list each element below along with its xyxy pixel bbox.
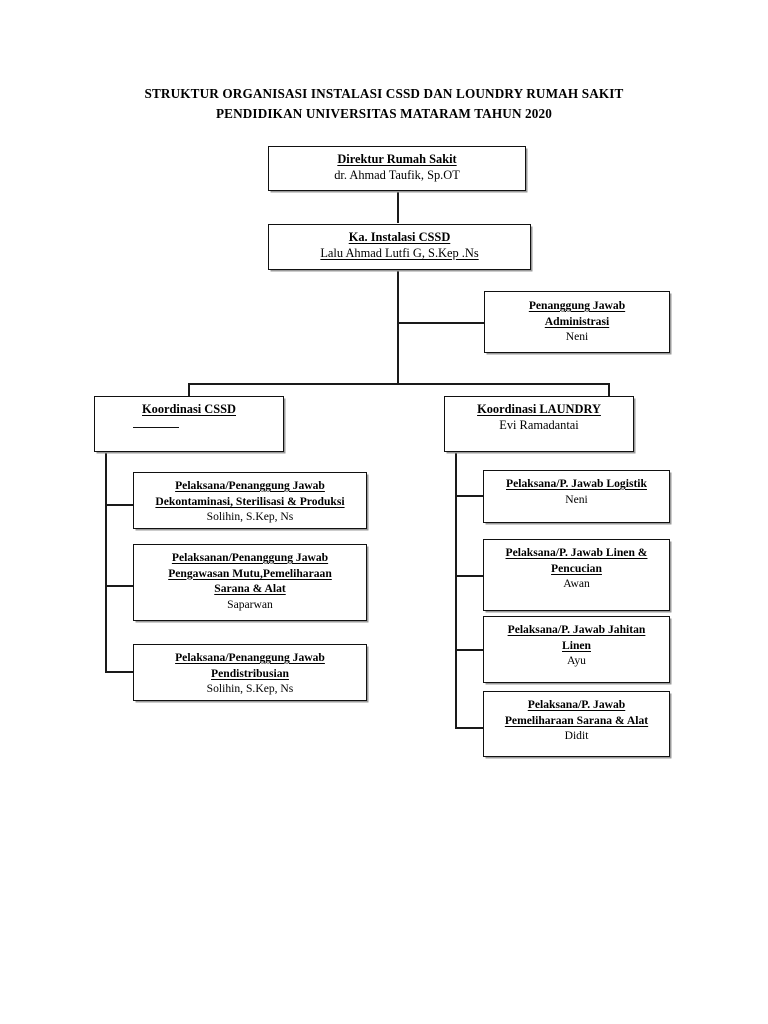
node-director-name: dr. Ahmad Taufik, Sp.OT: [334, 167, 460, 182]
node-laundry-child-3[interactable]: Pelaksana/P. Jawab Jahitan Linen Ayu: [483, 616, 670, 683]
node-cssd-child-2[interactable]: Pelaksanan/Penanggung Jawab Pengawasan M…: [133, 544, 367, 621]
connector-bar-to-coord-laundry: [608, 383, 610, 396]
connector-laundry-stub-1: [455, 495, 484, 497]
connector-coordination-bar: [188, 383, 609, 385]
node-laundry-child-2[interactable]: Pelaksana/P. Jawab Linen & Pencucian Awa…: [483, 539, 670, 611]
connector-head-to-admin: [397, 322, 484, 324]
node-cssd-child-2-title-line-2: Pengawasan Mutu,Pemeliharaan: [168, 566, 332, 580]
page-title: STRUKTUR ORGANISASI INSTALASI CSSD DAN L…: [84, 84, 684, 124]
node-head-cssd-name: Lalu Ahmad Lutfi G, S.Kep .Ns: [320, 245, 479, 260]
node-coord-laundry-title: Koordinasi LAUNDRY: [477, 402, 601, 416]
node-cssd-child-1[interactable]: Pelaksana/Penanggung Jawab Dekontaminasi…: [133, 472, 367, 529]
node-laundry-child-4-title-line-2: Pemeliharaan Sarana & Alat: [504, 713, 649, 727]
page-title-line-2: PENDIDIKAN UNIVERSITAS MATARAM TAHUN 202…: [215, 106, 553, 121]
connector-cssd-stub-3: [105, 671, 134, 673]
connector-laundry-stub-4: [455, 727, 484, 729]
connector-laundry-stub-3: [455, 649, 484, 651]
node-laundry-child-1-title-line-1: Pelaksana/P. Jawab Logistik: [506, 477, 647, 490]
node-cssd-child-3-title-line-2: Pendistribusian: [211, 666, 289, 680]
node-cssd-child-1-title-line-1: Pelaksana/Penanggung Jawab: [175, 479, 325, 492]
node-head-cssd[interactable]: Ka. Instalasi CSSD Lalu Ahmad Lutfi G, S…: [268, 224, 531, 270]
connector-bar-to-coord-cssd: [188, 383, 190, 396]
node-coord-cssd-title: Koordinasi CSSD: [142, 402, 236, 416]
node-cssd-child-2-title-line-3: Sarana & Alat: [214, 582, 286, 595]
node-laundry-child-4-name: Didit: [564, 729, 589, 742]
node-coord-cssd-name-placeholder: [133, 426, 179, 428]
connector-head-trunk: [397, 270, 399, 384]
node-laundry-child-3-title-line-2: Linen: [562, 638, 591, 652]
node-laundry-child-2-title-line-1: Pelaksana/P. Jawab Linen &: [505, 546, 648, 559]
node-admin-title-line-1: Penanggung Jawab: [528, 299, 626, 312]
connector-laundry-spine: [455, 452, 457, 727]
node-head-cssd-title: Ka. Instalasi CSSD: [348, 230, 451, 244]
node-cssd-child-3-title-line-1: Pelaksana/Penanggung Jawab: [175, 651, 325, 664]
node-director[interactable]: Direktur Rumah Sakit dr. Ahmad Taufik, S…: [268, 146, 526, 191]
node-coord-laundry[interactable]: Koordinasi LAUNDRY Evi Ramadantai: [444, 396, 634, 452]
node-cssd-child-3[interactable]: Pelaksana/Penanggung Jawab Pendistribusi…: [133, 644, 367, 701]
node-laundry-child-2-title-line-2: Pencucian: [551, 561, 602, 575]
connector-cssd-stub-1: [105, 504, 134, 506]
connector-cssd-stub-2: [105, 585, 134, 587]
connector-laundry-stub-2: [455, 575, 484, 577]
node-laundry-child-3-title-line-1: Pelaksana/P. Jawab Jahitan: [507, 623, 646, 636]
connector-director-to-head: [397, 191, 399, 223]
node-director-title: Direktur Rumah Sakit: [337, 152, 457, 166]
node-cssd-child-1-title-line-2: Dekontaminasi, Sterilisasi & Produksi: [155, 494, 345, 508]
connector-cssd-spine: [105, 452, 107, 671]
node-cssd-child-1-name: Solihin, S.Kep, Ns: [206, 510, 294, 523]
node-laundry-child-1[interactable]: Pelaksana/P. Jawab Logistik Neni: [483, 470, 670, 523]
node-laundry-child-1-name: Neni: [565, 492, 588, 506]
node-laundry-child-4[interactable]: Pelaksana/P. Jawab Pemeliharaan Sarana &…: [483, 691, 670, 757]
node-cssd-child-2-name: Saparwan: [227, 597, 273, 611]
node-coord-cssd[interactable]: Koordinasi CSSD: [94, 396, 284, 452]
node-admin-title-line-2: Administrasi: [544, 314, 610, 328]
page-title-line-1: STRUKTUR ORGANISASI INSTALASI CSSD DAN L…: [144, 86, 624, 101]
node-admin[interactable]: Penanggung Jawab Administrasi Neni: [484, 291, 670, 353]
node-laundry-child-4-title-line-1: Pelaksana/P. Jawab: [527, 698, 626, 711]
node-cssd-child-2-title-line-1: Pelaksanan/Penanggung Jawab: [171, 551, 329, 564]
node-laundry-child-2-name: Awan: [563, 577, 590, 590]
node-coord-laundry-name: Evi Ramadantai: [499, 417, 579, 432]
node-laundry-child-3-name: Ayu: [567, 654, 586, 667]
node-admin-name: Neni: [565, 330, 589, 343]
node-cssd-child-3-name: Solihin, S.Kep, Ns: [206, 682, 294, 695]
